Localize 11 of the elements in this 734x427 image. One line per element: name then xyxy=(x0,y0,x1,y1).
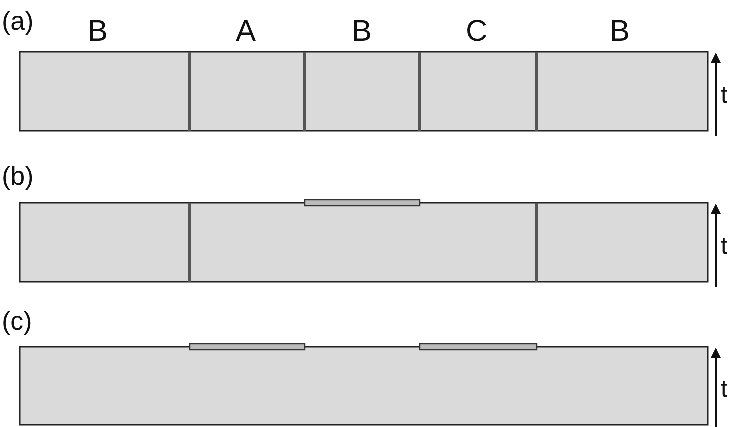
thickness-label: t xyxy=(721,84,728,108)
thickness-label: t xyxy=(721,378,728,402)
domain-label: C xyxy=(466,17,488,47)
domain-label: B xyxy=(610,17,630,47)
panel-label: (c) xyxy=(2,308,32,334)
panel-label: (b) xyxy=(2,163,34,189)
domain-label: A xyxy=(236,17,256,47)
domain-label: B xyxy=(88,17,108,47)
thickness-label: t xyxy=(721,235,728,259)
domain-label: B xyxy=(352,17,372,47)
panel-label: (a) xyxy=(2,8,34,34)
